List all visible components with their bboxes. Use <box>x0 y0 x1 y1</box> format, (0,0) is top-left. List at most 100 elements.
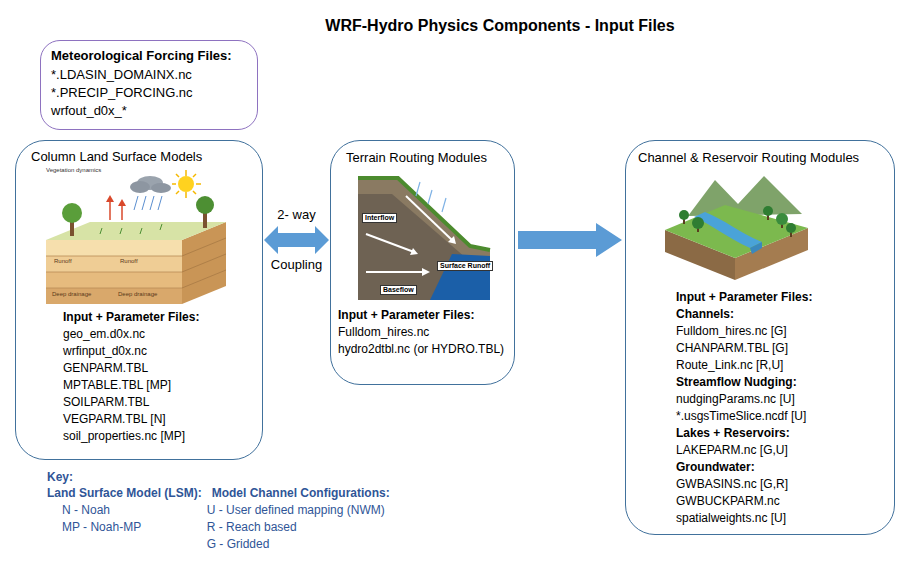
two-way-arrow <box>264 226 329 254</box>
sun <box>176 191 179 194</box>
file-name: Route_Link.nc [R,U] <box>676 358 783 372</box>
illustration-label: Baseflow <box>380 285 417 295</box>
terrain-illustration <box>442 198 446 212</box>
file-name: SOILPARM.TBL <box>63 395 149 409</box>
cloud <box>158 196 162 210</box>
section-heading: Meteorological Forcing Files: <box>51 48 232 64</box>
file-name: *.LDASIN_DOMAINX.nc <box>51 67 192 83</box>
file-name: Fulldom_hires.nc <box>338 325 429 339</box>
key-heading: Model Channel Configurations: <box>212 486 390 500</box>
terrain-illustration <box>410 248 418 255</box>
sun <box>193 191 196 194</box>
file-name: GWBUCKPARM.nc <box>676 494 780 508</box>
terrain-illustration <box>358 178 490 300</box>
file-name: *.PRECIP_FORCING.nc <box>51 85 193 101</box>
sun <box>176 174 179 177</box>
vegetation <box>62 203 82 223</box>
illustration-label: Runoff <box>54 258 72 265</box>
file-name: nudgingParams.nc [U] <box>676 392 795 406</box>
section-heading: Streamflow Nudging: <box>676 375 797 389</box>
sun <box>196 183 201 185</box>
terrain-illustration <box>406 196 452 240</box>
module-heading: Channel & Reservoir Routing Modules <box>638 150 859 166</box>
module-box: Column Land Surface ModelsInput + Parame… <box>15 140 263 460</box>
vegetation <box>140 228 142 234</box>
forcing-files-box: Meteorological Forcing Files: *.LDASIN_DO… <box>40 40 258 130</box>
section-heading: Input + Parameter Files: <box>338 308 474 322</box>
key-entry: N - Noah <box>62 503 110 517</box>
module-heading: Terrain Routing Modules <box>346 150 487 166</box>
diagram-title: WRF-Hydro Physics Components - Input Fil… <box>325 16 674 35</box>
vegetation <box>109 200 111 220</box>
illustration-label: Runoff <box>120 258 138 265</box>
channel-illustration <box>688 176 802 216</box>
section-heading: Input + Parameter Files: <box>63 310 199 324</box>
illustration-label: Vegetation dynamics <box>46 167 101 174</box>
sun <box>185 192 187 198</box>
section-heading: Lakes + Reservoirs: <box>676 426 790 440</box>
key-heading: Land Surface Model (LSM): <box>47 486 202 500</box>
vegetation <box>100 228 102 234</box>
file-name: CHANPARM.TBL [G] <box>676 341 788 355</box>
channel-illustration <box>776 213 788 225</box>
illustration-label: Interflow <box>362 213 397 223</box>
arrow-label: Coupling <box>271 257 322 273</box>
channel-illustration <box>692 217 704 229</box>
soil-block <box>46 272 182 273</box>
vegetation <box>203 212 207 228</box>
key-entry: U - User defined mapping (NWM) <box>207 503 385 517</box>
cloud <box>150 196 154 210</box>
illustration-label: Deep drainage <box>52 291 91 298</box>
flow-arrow <box>518 223 622 257</box>
channel-illustration <box>750 242 762 254</box>
vegetation <box>121 204 123 220</box>
cloud <box>151 183 171 193</box>
illustration-label: Deep drainage <box>118 291 157 298</box>
illustration-label: Surface Runoff <box>437 261 493 271</box>
soil-block <box>46 256 182 272</box>
soil-block <box>46 288 182 289</box>
terrain-illustration <box>358 178 490 300</box>
sun <box>172 170 201 198</box>
channel-illustration <box>786 223 796 233</box>
soil-block <box>182 238 226 256</box>
file-name: soil_properties.nc [MP] <box>63 429 185 443</box>
soil-block <box>46 288 182 304</box>
terrain-illustration <box>416 182 420 196</box>
soil-block <box>182 270 226 288</box>
key-entry: MP - Noah-MP <box>62 520 141 534</box>
file-name: spatialweights.nc [U] <box>676 511 786 525</box>
channel-illustration <box>665 205 808 258</box>
file-name: geo_em.d0x.nc <box>63 327 145 341</box>
sun <box>193 174 196 177</box>
cloud <box>130 181 150 193</box>
vegetation <box>196 196 214 214</box>
terrain-illustration <box>358 178 490 262</box>
key-entry: G - Gridded <box>207 537 270 551</box>
land-surface-illustration <box>46 170 226 304</box>
vegetation <box>118 199 126 206</box>
sun <box>185 170 187 176</box>
terrain-illustration <box>366 271 424 273</box>
channel-illustration <box>679 210 689 220</box>
file-name: GENPARM.TBL <box>63 361 148 375</box>
file-name: wrfinput_d0x.nc <box>63 344 147 358</box>
terrain-illustration <box>428 190 432 204</box>
file-name: VEGPARM.TBL [N] <box>63 412 166 426</box>
file-name: *.usgsTimeSlice.ncdf [U] <box>676 409 806 423</box>
file-name: hydro2dtbl.nc (or HYDRO.TBL) <box>338 342 504 356</box>
terrain-illustration <box>422 268 430 276</box>
channel-illustration <box>665 176 808 280</box>
soil-block <box>46 272 182 288</box>
cloud <box>134 196 138 210</box>
module-heading: Column Land Surface Models <box>31 149 202 165</box>
arrow-label: 2- way <box>277 207 315 223</box>
file-name: Fulldom_hires.nc [G] <box>676 324 787 338</box>
file-name: GWBASINS.nc [G,R] <box>676 477 788 491</box>
terrain-illustration <box>448 236 456 244</box>
vegetation <box>106 195 114 202</box>
cloud <box>130 176 171 210</box>
